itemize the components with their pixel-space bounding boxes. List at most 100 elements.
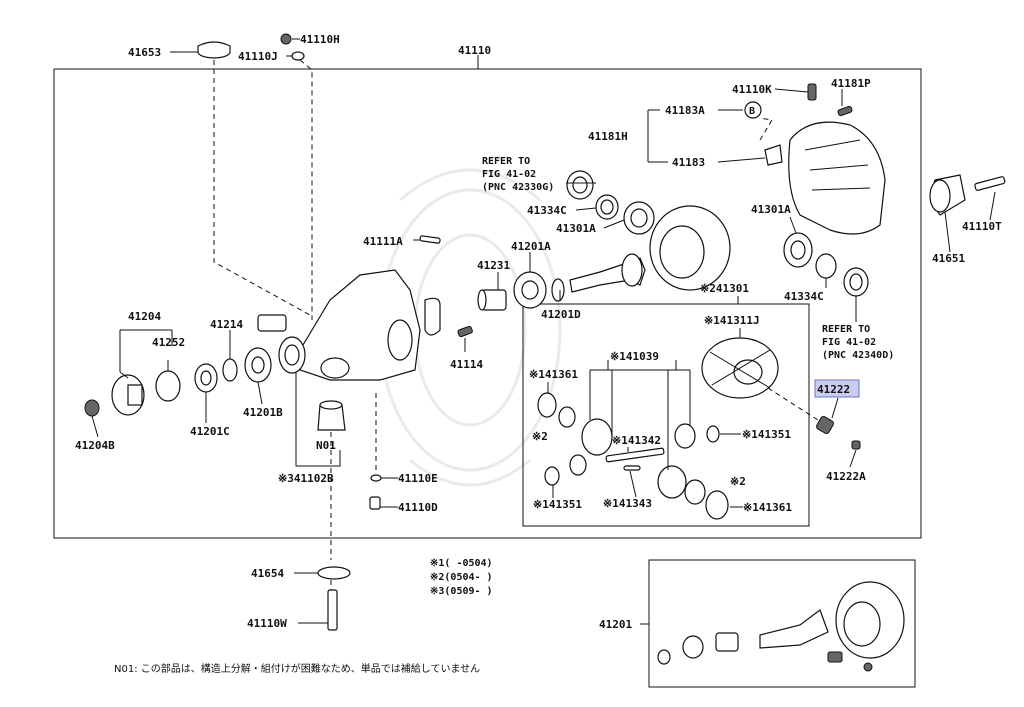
label-41111A[interactable]: 41111A [363,235,403,248]
label-41222A[interactable]: 41222A [826,470,866,483]
bearing-ref-right-part[interactable] [843,267,869,297]
carrier-housing-part[interactable] [257,269,441,381]
label-41181H[interactable]: 41181H [588,130,628,143]
sensor-41222-part[interactable] [815,415,861,450]
cap-41653-part[interactable] [197,41,231,59]
label-41201[interactable]: 41201 [599,618,632,631]
flange-41204-part[interactable] [111,374,145,416]
label-41301A-right[interactable]: 41301A [751,203,791,216]
washer-bottom-part[interactable] [684,479,729,520]
label-41301A-top[interactable]: 41301A [556,222,596,235]
diff-case-41311J-part[interactable] [701,337,779,399]
flange-41651-part[interactable] [929,174,966,216]
label-41201B[interactable]: 41201B [243,406,283,419]
bearing-41201B-part[interactable] [244,347,272,383]
label-N01[interactable]: N01 [316,439,336,452]
side-gear-right-part[interactable] [657,465,687,499]
plug-41110K-part[interactable] [807,83,817,101]
shim-41201D-part[interactable] [551,278,565,302]
label-41201A[interactable]: 41201A [511,240,551,253]
bearing-41301A-part[interactable] [623,201,655,235]
carrier-cover-part[interactable] [788,121,886,235]
gasket-41183-part[interactable] [764,144,783,166]
pin-41111A-part[interactable] [419,235,441,244]
label-41110W[interactable]: 41110W [247,617,287,630]
washer-41110E-part[interactable] [370,474,382,482]
label-41334C-top[interactable]: 41334C [527,204,567,217]
bolt-41110T-part[interactable] [974,176,1006,191]
label-41114[interactable]: 41114 [450,358,483,371]
washer-41351-part[interactable] [706,425,720,443]
label-41039[interactable]: ※141039 [610,350,659,363]
bolt-41110W-part[interactable] [327,589,338,631]
shaft-41342-part[interactable] [605,447,665,463]
label-41110D[interactable]: 41110D [398,501,438,514]
part-N01[interactable] [317,400,346,431]
label-41252[interactable]: 41252 [152,336,185,349]
label-41110H[interactable]: 41110H [300,33,340,46]
nut-41204B-part[interactable] [84,399,100,417]
race-41334C-part[interactable] [595,194,619,220]
cover-41654-part[interactable] [317,566,351,580]
label-41651[interactable]: 41651 [932,252,965,265]
pinion-gear-part[interactable] [544,423,696,486]
bearing-41201A-part[interactable] [513,271,547,309]
washer-41214-part[interactable] [222,358,238,382]
label-41110[interactable]: 41110 [458,44,491,57]
label-41351-left[interactable]: ※141351 [533,498,582,511]
label-41102B[interactable]: ※341102B [278,472,334,485]
label-41361-top[interactable]: ※141361 [529,368,578,381]
refer-1-line3: (PNC 42330G) [482,182,554,193]
label-mark2-right: ※2 [730,475,746,488]
label-41110J[interactable]: 41110J [238,50,278,63]
label-41183A[interactable]: 41183A [665,104,705,117]
refer-2-line3: (PNC 42340D) [822,350,894,361]
ring-gear-part[interactable] [649,205,731,291]
label-41311J[interactable]: ※141311J [704,314,760,327]
label-B: B [749,106,755,117]
label-41334C-right[interactable]: 41334C [784,290,824,303]
drive-pinion-part[interactable] [569,253,646,293]
washer-41361-part[interactable] [537,392,576,428]
spacer-41102B-part[interactable] [278,336,306,374]
collar-41201C-part[interactable] [194,363,218,393]
gear-kit-41201-part[interactable] [657,581,905,672]
label-41653[interactable]: 41653 [128,46,161,59]
plug-41110D-part[interactable] [369,496,381,510]
pin-41343-part[interactable] [623,465,641,471]
label-41351-right[interactable]: ※141351 [742,428,791,441]
bearing-ref-part[interactable] [566,170,594,200]
seal-41252-part[interactable] [155,370,181,402]
bearing-41301A-right-part[interactable] [783,232,813,268]
label-41201C[interactable]: 41201C [190,425,230,438]
label-41301[interactable]: ※241301 [700,282,749,295]
label-41181P[interactable]: 41181P [831,77,871,90]
footnote-text: N01: この部品は、構造上分解・組付けが困難なため、単品では補給していません [114,662,480,675]
side-gear-part[interactable] [581,418,613,456]
label-41342[interactable]: ※141342 [612,434,661,447]
race-41334C-right-part[interactable] [815,253,837,279]
legend-item-3: ※3(0509- ) [430,586,493,597]
bolt-41114-part[interactable] [457,325,473,338]
part-labels: 41653 41110H 41110J 41110 41110K 41181P … [75,33,1002,631]
label-41110T[interactable]: 41110T [962,220,1002,233]
legend-item-2: ※2(0504- ) [430,572,493,583]
label-41183[interactable]: 41183 [672,156,705,169]
breather-41110H-part[interactable] [280,33,292,45]
refer-1-line2: FIG 41-02 [482,169,536,180]
label-41231[interactable]: 41231 [477,259,510,272]
label-41110K[interactable]: 41110K [732,83,772,96]
label-41204B[interactable]: 41204B [75,439,115,452]
label-41361-bottom[interactable]: ※141361 [743,501,792,514]
label-41222[interactable]: 41222 [817,383,850,396]
washer-41110J-part[interactable] [291,51,305,61]
sleeve-41231-part[interactable] [477,289,507,311]
label-41214[interactable]: 41214 [210,318,243,331]
label-41204[interactable]: 41204 [128,310,161,323]
label-41110E[interactable]: 41110E [398,472,438,485]
bolt-41181P-part[interactable] [837,105,853,117]
label-41201D[interactable]: 41201D [541,308,581,321]
label-41343[interactable]: ※141343 [603,497,652,510]
label-41654[interactable]: 41654 [251,567,284,580]
